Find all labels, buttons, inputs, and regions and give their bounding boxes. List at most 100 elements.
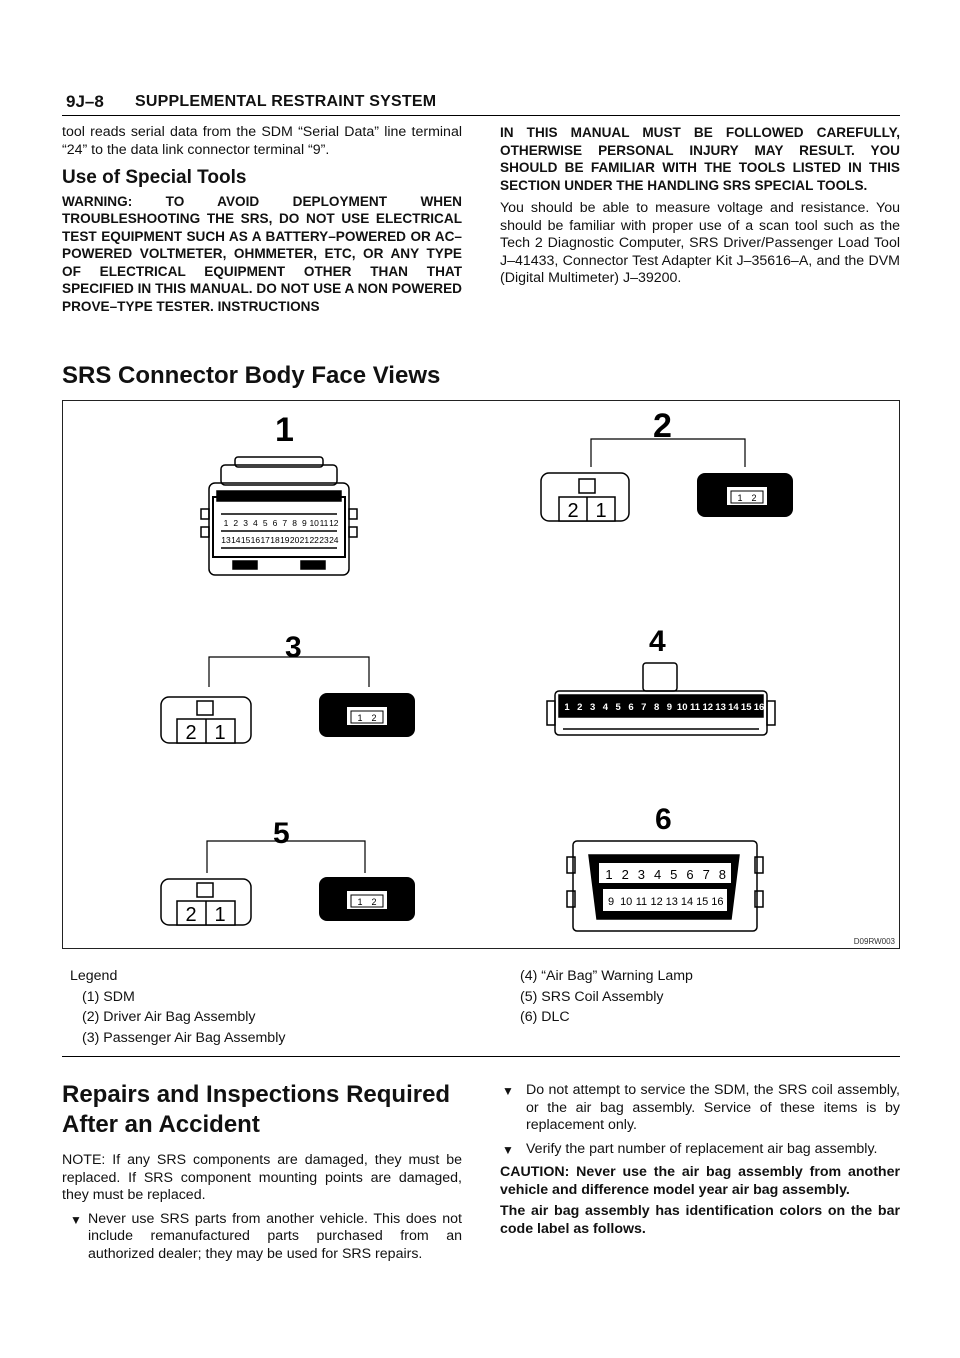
pin-label: 7 [282, 518, 287, 528]
pin-label: 12 [329, 518, 339, 528]
legend-left: Legend (1) SDM (2) Driver Air Bag Assemb… [70, 966, 285, 1048]
pin-label: 4 [654, 867, 661, 882]
diagram-number-5: 5 [273, 817, 290, 850]
pin-label: 20 [290, 535, 300, 545]
coil-pin-2: 2 [185, 904, 196, 926]
pin-label: 12 [650, 896, 662, 908]
repairs-bullet: ▼ Verify the part number of replacement … [500, 1141, 900, 1159]
pin-label: 9 [302, 518, 307, 528]
pin-label: 2 [233, 518, 238, 528]
repairs-bullet: ▼ Do not attempt to service the SDM, the… [500, 1082, 900, 1135]
coil-connector-right [319, 877, 415, 921]
warning-text-left: WARNING: TO AVOID DEPLOYMENT WHEN TROUBL… [62, 193, 462, 314]
legend-item: (5) SRS Coil Assembly [520, 988, 664, 1005]
pin-label: 5 [616, 702, 622, 713]
pin-label: 8 [654, 702, 659, 713]
passenger-pin-1: 1 [214, 722, 225, 744]
diagram-number-4: 4 [649, 625, 666, 658]
pin-label: 21 [300, 535, 310, 545]
pin-label: 6 [686, 867, 693, 882]
pin-label: 10 [620, 896, 632, 908]
pin-label: 18 [270, 535, 280, 545]
pin-label: 6 [628, 702, 633, 713]
passenger-right-pin-1: 1 [357, 713, 362, 723]
header-rule [62, 115, 900, 116]
pin-label: 4 [603, 702, 609, 713]
section-rule [62, 1056, 900, 1057]
pin-label: 11 [636, 896, 647, 908]
pin-label: 7 [703, 867, 710, 882]
bullet-marker: ▼ [502, 1084, 514, 1098]
legend-title: Legend [70, 968, 118, 984]
pin-label: 16 [711, 896, 723, 908]
pin-label: 14 [728, 702, 739, 713]
closing-text: The air bag assembly has identification … [500, 1203, 900, 1237]
driver-right-pin-1: 1 [737, 493, 742, 503]
coil-right-pin-2: 2 [371, 897, 376, 907]
dlc-connector [566, 840, 764, 932]
pin-label: 5 [670, 867, 677, 882]
pin-label: 9 [608, 896, 614, 908]
legend-item: (1) SDM [82, 988, 135, 1005]
legend-item: (3) Passenger Air Bag Assembly [82, 1029, 286, 1046]
pin-label: 23 [319, 535, 329, 545]
driver-right-pin-2: 2 [751, 493, 756, 503]
pin-label: 15 [741, 702, 752, 713]
intro-left-column: tool reads serial data from the SDM “Ser… [62, 124, 462, 315]
pin-label: 7 [641, 702, 646, 713]
pin-label: 14 [231, 535, 241, 545]
pin-label: 22 [309, 535, 319, 545]
pin-label: 4 [253, 518, 258, 528]
repairs-left-column: Repairs and Inspections Required After a… [62, 1080, 462, 1263]
pin-label: 5 [263, 518, 268, 528]
sdm-connector [200, 456, 358, 576]
driver-airbag-bracket [590, 438, 746, 467]
intro-right-column: IN THIS MANUAL MUST BE FOLLOWED CAREFULL… [500, 124, 900, 288]
coil-right-pin-1: 1 [357, 897, 362, 907]
bullet-text: Never use SRS parts from another vehicle… [88, 1210, 462, 1262]
diagram-number-1: 1 [275, 411, 294, 449]
pin-label: 2 [577, 702, 582, 713]
bullet-marker: ▼ [502, 1142, 514, 1157]
pin-label: 9 [667, 702, 672, 713]
pin-label: 16 [754, 702, 765, 713]
pin-label: 11 [690, 702, 701, 713]
passenger-right-pin-2: 2 [371, 713, 376, 723]
repairs-heading-line1: Repairs and Inspections Required [62, 1081, 451, 1108]
special-tools-heading: Use of Special Tools [62, 167, 247, 188]
section-title: SUPPLEMENTAL RESTRAINT SYSTEM [135, 93, 437, 110]
legend-right: (4) “Air Bag” Warning Lamp (5) SRS Coil … [520, 966, 693, 1028]
connector-views-heading: SRS Connector Body Face Views [62, 362, 441, 389]
pin-label: 3 [243, 518, 248, 528]
pin-label: 13 [666, 896, 678, 908]
warning-text-right: IN THIS MANUAL MUST BE FOLLOWED CAREFULL… [500, 125, 900, 193]
pin-label: 13 [221, 535, 231, 545]
diagram-number-3: 3 [285, 631, 302, 664]
coil-pin-1: 1 [214, 904, 225, 926]
continued-paragraph: tool reads serial data from the SDM “Ser… [62, 124, 462, 158]
pin-label: 3 [590, 702, 595, 713]
pin-label: 10 [309, 518, 319, 528]
passenger-airbag-bracket [208, 656, 370, 687]
legend-item: (4) “Air Bag” Warning Lamp [520, 968, 693, 984]
pin-label: 19 [280, 535, 290, 545]
pin-label: 12 [703, 702, 714, 713]
coil-bracket [206, 840, 366, 873]
passenger-pin-2: 2 [185, 722, 196, 744]
pin-label: 17 [260, 535, 270, 545]
driver-pin-2: 2 [567, 500, 578, 522]
pin-label: 8 [292, 518, 297, 528]
legend-item: (6) DLC [520, 1009, 570, 1025]
pin-label: 15 [241, 535, 251, 545]
repairs-note: NOTE: If any SRS components are damaged,… [62, 1152, 462, 1203]
pin-label: 24 [329, 535, 339, 545]
driver-airbag-connector-right [697, 473, 793, 517]
pin-label: 1 [605, 867, 612, 882]
coil-connector-left [160, 878, 252, 926]
caution-text: CAUTION: Never use the air bag assembly … [500, 1164, 900, 1198]
